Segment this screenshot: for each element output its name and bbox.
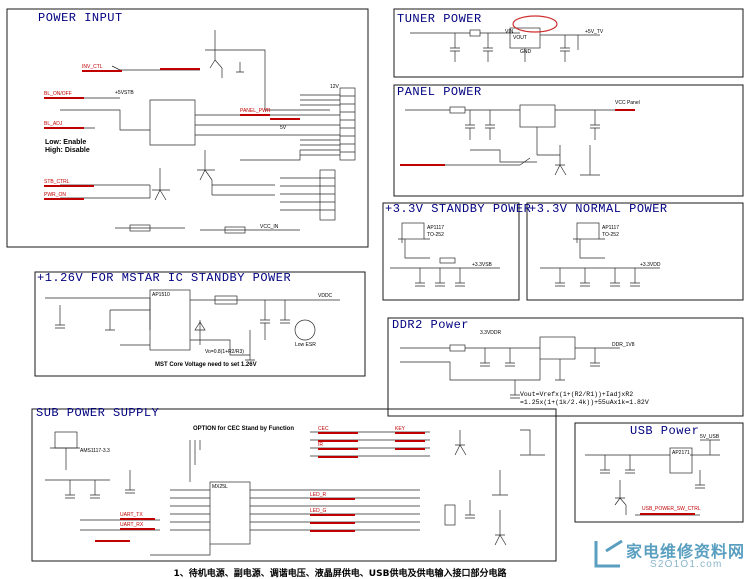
sub-ic-left-label: AMS1117-3.3 <box>80 448 110 454</box>
note-vo-formula: Vo=0.8(1+R2/R3) <box>205 349 244 355</box>
ddr2-wiring <box>400 336 620 399</box>
sub-power-wiring <box>45 429 545 556</box>
tuner-out-label: +5V_TV <box>585 29 604 35</box>
mstar-ic-label: AP1510 <box>152 292 170 298</box>
usb-wiring <box>585 439 720 516</box>
tuner-highlight-ellipse <box>512 15 558 33</box>
net-label-12v: 12V <box>330 84 339 90</box>
net-label-bl-onoff: BL_ON/OFF <box>44 91 72 97</box>
net-label-uart-tx: UART_TX <box>120 512 143 518</box>
usb-out-label: 5V_USB <box>700 434 720 440</box>
net-label-led-r: LED_R <box>310 492 327 498</box>
net-label-panel-pwr: PANEL_PWR <box>240 108 271 114</box>
standby-ic-label: AP1117 <box>427 225 445 231</box>
note-cec-option: OPTION for CEC Stand by Function <box>193 426 294 432</box>
power-input-wiring <box>60 30 356 234</box>
note-low-esr: Low ESR <box>295 342 316 348</box>
ddr-in-label: 3.3VDDR <box>480 330 502 336</box>
mstar-wiring <box>45 289 340 361</box>
usb-power-frame <box>574 422 744 523</box>
net-label-cec: CEC <box>318 426 329 432</box>
panel-out-label: VCC Panel <box>615 100 640 106</box>
net-label-pwr-on: PWR_ON <box>44 192 66 198</box>
tuner-gnd-label: GND <box>520 49 532 55</box>
section-title-ddr2-power: DDR2 Power <box>392 318 470 332</box>
normal-pkg-label: TO-252 <box>602 232 619 238</box>
ddr-out-label: DDR_1V8 <box>612 342 635 348</box>
note-core-voltage: MST Core Voltage need to set 1.26V <box>155 362 257 368</box>
net-label-ir: IR <box>318 442 323 448</box>
standby-3v3-frame <box>382 202 520 301</box>
section-title-usb-power: USB Power <box>630 424 700 438</box>
net-label-5vstb: +5VSTB <box>115 90 134 96</box>
note-vout-line2: =1.25x(1+(1k/2.4k))+55uAx1k=1.82V <box>520 399 649 406</box>
usb-ctrl-label: USB_POWER_SW_CTRL <box>642 506 701 512</box>
mstar-out-label: VDDC <box>318 293 333 299</box>
note-high-disable: High: Disable <box>45 147 90 154</box>
net-label-stb-ctrl: STB_CTRL <box>44 179 70 185</box>
power-input-frame <box>6 8 369 248</box>
sub-ic-mid-label: MX25L <box>212 484 228 490</box>
ddr2-power-frame <box>387 317 744 417</box>
tuner-vin-label: VIN <box>505 29 514 35</box>
section-title-tuner-power: TUNER POWER <box>397 12 482 26</box>
net-label-uart-rx: UART_RX <box>120 522 144 528</box>
panel-power-frame <box>393 84 744 197</box>
watermark-text-cn: 家电维修资料网 <box>626 542 746 561</box>
tuner-ic-label: VOUT <box>513 35 527 41</box>
net-label-bl-adj: BL_ADJ <box>44 121 63 127</box>
section-title-power-input: POWER INPUT <box>38 11 123 25</box>
standby-pkg-label: TO-252 <box>427 232 444 238</box>
panel-wiring <box>405 104 615 176</box>
note-low-enable: Low: Enable <box>45 139 87 146</box>
normal-ic-label: AP1117 <box>602 225 620 231</box>
power-input-red-labels <box>44 68 300 200</box>
tuner-power-frame <box>393 8 744 78</box>
watermark-logo <box>594 539 623 568</box>
normal-wiring <box>540 222 660 287</box>
watermark-url: S2O1O1.com <box>650 559 723 570</box>
section-title-normal-3v3: +3.3V NORMAL POWER <box>529 202 668 216</box>
note-vout-line1: Vout=Vrefx(1+(R2/R1))+IadjxR2 <box>520 391 634 398</box>
normal-out-label: +3.3VDD <box>640 262 661 268</box>
tuner-wiring <box>410 27 600 62</box>
net-label-key: KEY <box>395 426 406 432</box>
standby-wiring <box>390 222 500 287</box>
standby-out-label: +3.3VSB <box>472 262 492 268</box>
mstar-126v-frame <box>34 271 366 377</box>
figure-caption: 1、待机电源、副电源、调谐电压、液晶屏供电、USB供电及供电输入接口部分电路 <box>173 569 507 579</box>
net-label-led-g: LED_G <box>310 508 327 514</box>
section-title-standby-3v3: +3.3V STANDBY POWER <box>385 202 532 216</box>
section-title-mstar-126v: +1.26V FOR MSTAR IC STANDBY POWER <box>37 271 292 285</box>
net-label-vcc-in: VCC_IN <box>260 224 279 230</box>
usb-switch-label: AP2171 <box>672 450 690 456</box>
section-title-panel-power: PANEL POWER <box>397 85 482 99</box>
sub-power-frame <box>31 408 557 562</box>
section-title-sub-power: SUB POWER SUPPLY <box>36 406 160 420</box>
net-label-5v: 5V <box>280 125 287 131</box>
normal-3v3-frame <box>526 202 744 301</box>
net-label-inv-ctl: INV_CTL <box>82 64 103 70</box>
